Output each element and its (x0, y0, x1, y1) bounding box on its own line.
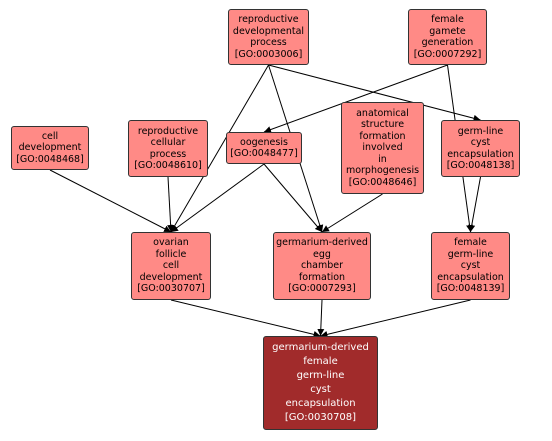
node-anatomical-structure-formation[interactable]: anatomical structure formation involved … (341, 102, 424, 194)
node-label: cell development [GO:0048468] (16, 130, 84, 165)
node-label: germarium-derived female germ-line cyst … (272, 342, 369, 423)
edge-anat_struct_form-to-germarium_egg (321, 193, 383, 233)
edge-repro_cell_process-to-ovarian_follicle (167, 176, 175, 233)
node-germarium-derived-egg-chamber-formation[interactable]: germarium-derived egg chamber formation … (273, 232, 371, 300)
node-label: female germ-line cyst encapsulation [GO:… (436, 237, 505, 295)
node-germarium-derived-female-germ-line-cyst-encapsulation[interactable]: germarium-derived female germ-line cyst … (263, 336, 378, 430)
node-female-germ-line-cyst-encapsulation[interactable]: female germ-line cyst encapsulation [GO:… (431, 232, 510, 300)
edge-germline_cyst_enc-to-female_germline (468, 176, 481, 233)
node-reproductive-developmental-process[interactable]: reproductive developmental process [GO:0… (228, 9, 309, 65)
edge-repro_dev_process-to-ovarian_follicle (170, 64, 269, 233)
node-reproductive-cellular-process[interactable]: reproductive cellular process [GO:004861… (128, 120, 208, 177)
edge-germarium_egg-to-target (317, 299, 325, 337)
node-label: reproductive developmental process [GO:0… (232, 14, 305, 60)
node-ovarian-follicle-cell-development[interactable]: ovarian follicle cell development [GO:00… (131, 232, 211, 300)
edge-repro_dev_process-to-germline_cyst_enc (268, 64, 481, 122)
edge-female_germline-to-target (320, 299, 471, 338)
edge-cell_development-to-ovarian_follicle (49, 169, 172, 233)
edge-female_gamete_gen-to-oogenesis (263, 64, 448, 133)
node-label: reproductive cellular process [GO:004861… (134, 125, 202, 172)
node-label: ovarian follicle cell development [GO:00… (137, 237, 205, 295)
node-label: germ-line cyst encapsulation [GO:0048138… (446, 125, 515, 172)
edge-ovarian_follicle-to-target (170, 299, 321, 338)
node-cell-development[interactable]: cell development [GO:0048468] (11, 126, 89, 170)
node-label: female gamete generation [GO:0007292] (413, 14, 482, 60)
edge-oogenesis-to-ovarian_follicle (170, 163, 265, 233)
node-label: oogenesis [GO:0048477] (230, 136, 298, 160)
node-label: germarium-derived egg chamber formation … (276, 237, 368, 295)
edge-oogenesis-to-germarium_egg (263, 163, 323, 233)
node-germ-line-cyst-encapsulation[interactable]: germ-line cyst encapsulation [GO:0048138… (441, 120, 520, 177)
node-female-gamete-generation[interactable]: female gamete generation [GO:0007292] (408, 9, 487, 65)
node-label: anatomical structure formation involved … (345, 107, 420, 188)
node-oogenesis[interactable]: oogenesis [GO:0048477] (226, 132, 302, 164)
